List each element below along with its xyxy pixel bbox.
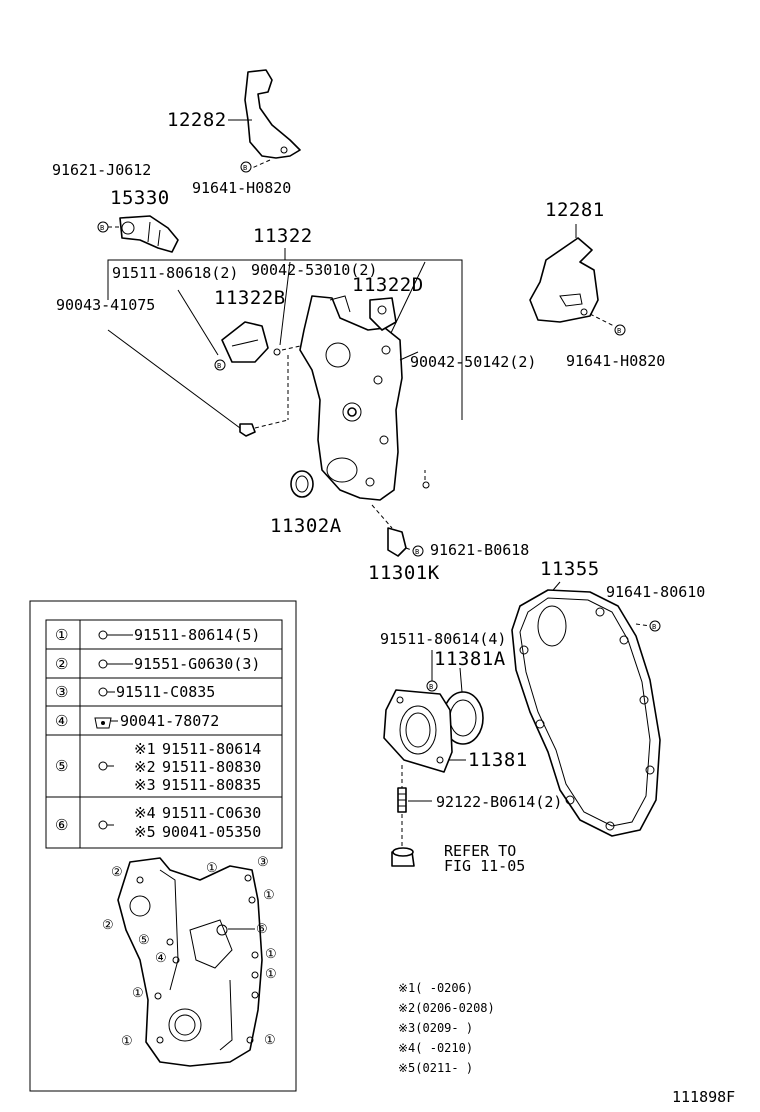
footnote: ※5(0211- ) [398, 1061, 473, 1075]
callout-2: ② [111, 865, 123, 880]
legend-row-num: ⑤ [55, 757, 68, 775]
end-plate-11355[interactable] [511, 589, 661, 837]
svg-text:B: B [415, 548, 419, 556]
svg-text:B: B [243, 164, 247, 172]
legend-row-num: ④ [55, 712, 68, 730]
bolt-icon: B [214, 359, 226, 371]
legend-row-part: 91511-80614 [162, 740, 261, 758]
bracket-12281[interactable] [529, 237, 599, 323]
callout-4: ④ [155, 951, 167, 966]
legend-row-part: 90041-78072 [120, 712, 219, 730]
svg-text:B: B [429, 683, 433, 691]
legend-row-part: 91511-C0835 [116, 683, 215, 701]
label-91511-80614: 91511-80614(4) [380, 630, 506, 648]
label-11381a: 11381A [434, 648, 506, 670]
label-12281: 12281 [545, 199, 605, 221]
label-90043-41075: 90043-41075 [56, 296, 155, 314]
footnotes: ※1( -0206) ※2(0206-0208) ※3(0209- ) ※4( … [398, 981, 495, 1075]
legend-row-num: ② [55, 655, 68, 673]
legend-row-part: 91511-80830 [162, 758, 261, 776]
callout-1: ① [265, 947, 277, 962]
svg-text:※2: ※2 [134, 758, 156, 776]
bracket-12282[interactable] [244, 69, 301, 159]
cover-11322b[interactable] [221, 321, 269, 363]
label-91621-j0612: 91621-J0612 [52, 161, 151, 179]
refer-to-label: REFER TO [444, 842, 516, 860]
bolt-icon: B [426, 680, 438, 692]
bolt-icon: B [614, 324, 626, 336]
callout-5: ⑤ [138, 933, 150, 948]
stud-92122-b0614[interactable] [397, 787, 407, 813]
footnote: ※1( -0206) [398, 981, 473, 995]
reference-cover-diagram [117, 857, 263, 1067]
callout-1: ① [265, 967, 277, 982]
footnote: ※4( -0210) [398, 1041, 473, 1055]
legend-row-part: 91511-80614(5) [134, 626, 260, 644]
figure-code: 111898F [672, 1088, 735, 1106]
label-91641-h0820-top: 91641-H0820 [192, 179, 291, 197]
oil-seal-11302a[interactable] [290, 470, 314, 498]
callout-1: ① [132, 986, 144, 1001]
legend-row-part: 91551-G0630(3) [134, 655, 260, 673]
plug-refer-fig[interactable] [391, 847, 415, 867]
seal-retainer-11381[interactable] [383, 689, 453, 773]
label-11301k: 11301K [368, 562, 440, 584]
svg-text:B: B [100, 224, 104, 232]
legend-row-part: 91511-80835 [162, 776, 261, 794]
sensor-11301k[interactable] [387, 527, 407, 557]
label-91641-h0820-right: 91641-H0820 [566, 352, 665, 370]
callout-3: ③ [257, 855, 269, 870]
footnote: ※2(0206-0208) [398, 1001, 495, 1015]
callout-1: ① [206, 861, 218, 876]
label-12282: 12282 [167, 109, 227, 131]
label-11381: 11381 [468, 749, 528, 771]
legend-row-part: 91511-C0630 [162, 804, 261, 822]
bolt-90043-41075[interactable] [239, 423, 256, 437]
refer-fig-label: FIG 11-05 [444, 857, 525, 875]
svg-text:B: B [617, 327, 621, 335]
svg-text:※5: ※5 [134, 823, 156, 841]
legend-row-part: 90041-05350 [162, 823, 261, 841]
label-11302a: 11302A [270, 515, 342, 537]
legend-panel [29, 600, 297, 1092]
bolt-icon: B [649, 620, 661, 632]
label-90042-50142: 90042-50142(2) [410, 353, 536, 371]
cover-plate-11322d[interactable] [369, 297, 397, 331]
legend-row-num: ⑥ [55, 816, 68, 834]
bolt-icon: B [240, 161, 252, 173]
bolt-icon: B [412, 545, 424, 557]
label-91621-b0618: 91621-B0618 [430, 541, 529, 559]
label-91511-80618: 91511-80618(2) [112, 264, 238, 282]
svg-text:B: B [652, 623, 656, 631]
legend-table: ① 91511-80614(5) ② 91551-G0630(3) ③ 9151… [45, 619, 283, 849]
legend-row-num: ③ [55, 683, 68, 701]
callout-2: ② [102, 918, 114, 933]
label-92122-b0614: 92122-B0614(2) [436, 793, 562, 811]
label-91641-80610: 91641-80610 [606, 583, 705, 601]
callout-1: ① [264, 1033, 276, 1048]
label-11322: 11322 [253, 225, 313, 247]
callout-1: ① [121, 1034, 133, 1049]
label-11322d: 11322D [352, 274, 424, 296]
callout-1: ① [263, 888, 275, 903]
timing-chain-cover-11322[interactable] [299, 295, 403, 501]
oil-control-valve-15330[interactable] [119, 215, 179, 253]
svg-text:B: B [217, 362, 221, 370]
svg-text:※1: ※1 [134, 740, 156, 758]
callout-6: ⑥ [256, 922, 268, 937]
label-11322b: 11322B [214, 287, 286, 309]
svg-text:※4: ※4 [134, 804, 156, 822]
bolt-icon: B [97, 221, 109, 233]
legend-row-num: ① [55, 626, 68, 644]
svg-text:※3: ※3 [134, 776, 156, 794]
label-90042-53010: 90042-53010(2) [251, 261, 377, 279]
label-11355: 11355 [540, 558, 600, 580]
label-15330: 15330 [110, 187, 170, 209]
footnote: ※3(0209- ) [398, 1021, 473, 1035]
